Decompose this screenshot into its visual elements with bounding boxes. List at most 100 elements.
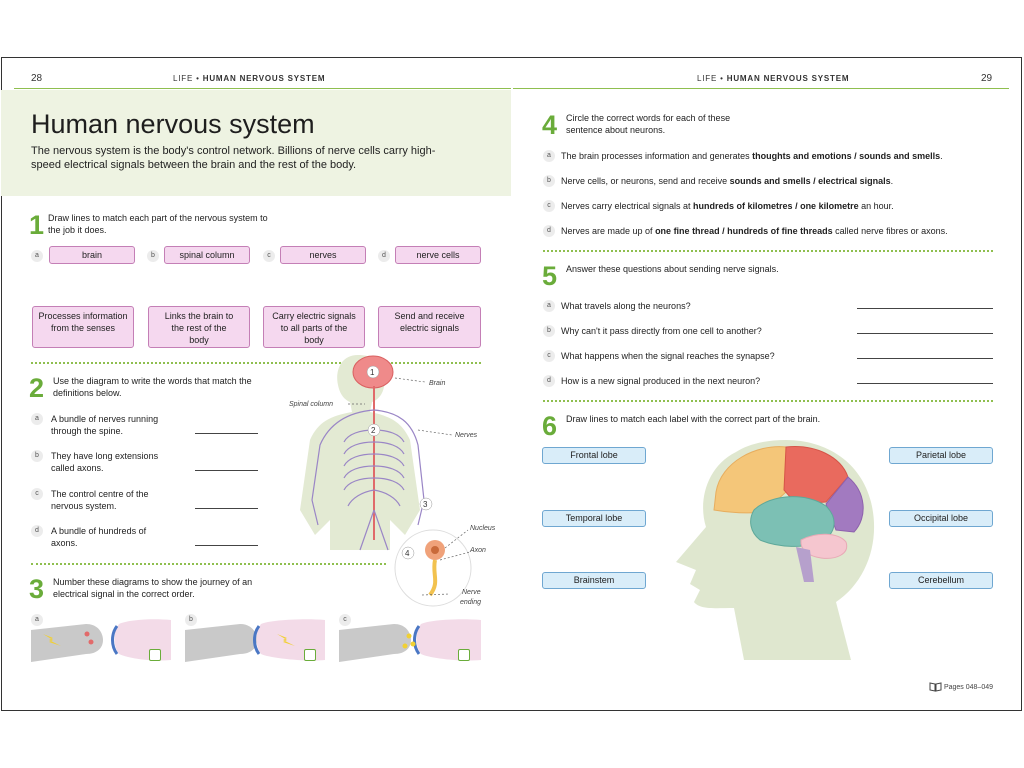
question-5a: What travels along the neurons? — [561, 301, 691, 311]
section-divider — [543, 250, 993, 252]
synapse-diagram-a — [31, 619, 171, 662]
answer-line[interactable] — [195, 545, 258, 546]
header-rule-right — [513, 88, 1009, 89]
question-5-number: 5 — [542, 261, 558, 291]
word-choice-d[interactable]: one fine thread / hundreds of fine threa… — [655, 226, 833, 236]
item-letter: c — [31, 488, 43, 500]
diagram-letter-b: b — [185, 614, 197, 626]
part-letter: d — [378, 250, 390, 262]
answer-line[interactable] — [857, 383, 993, 384]
label-brain: Brain — [429, 380, 446, 387]
item-letter: d — [31, 525, 43, 537]
order-checkbox-c[interactable] — [458, 649, 470, 661]
part-box-nerve-cells[interactable]: nerve cells — [395, 246, 481, 264]
diagram-number-3: 3 — [423, 500, 428, 509]
section-divider — [543, 400, 993, 402]
order-checkbox-b[interactable] — [304, 649, 316, 661]
job-box-2[interactable]: Links the brain to the rest of the body — [148, 306, 250, 348]
item-letter: a — [543, 300, 555, 312]
question-6-number: 6 — [542, 411, 558, 441]
header-rule-left — [14, 88, 511, 89]
question-4-text: Circle the correct words for each of the… — [566, 113, 731, 135]
question-2-number: 2 — [29, 373, 45, 403]
sentence-a: The brain processes information and gene… — [561, 151, 943, 161]
page-title: Human nervous system — [31, 109, 315, 139]
part-letter: c — [263, 250, 275, 262]
answer-line[interactable] — [857, 333, 993, 334]
part-box-brain[interactable]: brain — [49, 246, 135, 264]
item-letter: b — [543, 175, 555, 187]
word-choice-b[interactable]: sounds and smells / electrical signals — [729, 176, 891, 186]
left-page-number: 28 — [31, 73, 43, 84]
right-page-number: 29 — [981, 73, 993, 84]
answer-line[interactable] — [857, 358, 993, 359]
diagram-number-4: 4 — [405, 549, 410, 558]
answer-line[interactable] — [195, 470, 258, 471]
question-1-number: 1 — [29, 210, 45, 240]
answer-line[interactable] — [857, 308, 993, 309]
answer-line[interactable] — [195, 508, 258, 509]
question-1-text: Draw lines to match each part of the ner… — [48, 213, 268, 235]
label-nerve-ending-1: Nerve — [462, 589, 481, 596]
label-axon: Axon — [470, 547, 486, 554]
label-cerebellum[interactable]: Cerebellum — [889, 572, 993, 589]
part-box-nerves[interactable]: nerves — [280, 246, 366, 264]
question-6-text: Draw lines to match each label with the … — [566, 414, 821, 424]
diagram-number-2: 2 — [371, 426, 376, 435]
intro-panel — [1, 90, 511, 196]
question-2-text: Use the diagram to write the words that … — [53, 376, 252, 398]
job-box-4[interactable]: Send and receive electric signals — [378, 306, 481, 348]
label-nerve-ending-2: ending — [460, 599, 482, 606]
job-box-1[interactable]: Processes information from the senses — [32, 306, 134, 348]
question-5b: Why can't it pass directly from one cell… — [561, 326, 762, 336]
book-icon — [929, 682, 942, 692]
label-occipital-lobe[interactable]: Occipital lobe — [889, 510, 993, 527]
part-box-spinal-column[interactable]: spinal column — [164, 246, 250, 264]
right-page-header: LIFE • HUMAN NERVOUS SYSTEM — [697, 74, 850, 83]
label-temporal-lobe[interactable]: Temporal lobe — [542, 510, 646, 527]
diagram-letter-c: c — [339, 614, 351, 626]
left-page-header: LIFE • HUMAN NERVOUS SYSTEM — [173, 74, 326, 83]
sentence-d: Nerves are made up of one fine thread / … — [561, 226, 948, 236]
label-nucleus: Nucleus — [470, 525, 496, 532]
item-letter: a — [543, 150, 555, 162]
intro-text: The nervous system is the body's control… — [31, 145, 436, 171]
question-3-text: Number these diagrams to show the journe… — [53, 577, 253, 599]
word-choice-a[interactable]: thoughts and emotions / sounds and smell… — [752, 151, 941, 161]
diagram-number-1: 1 — [370, 368, 375, 377]
question-5c: What happens when the signal reaches the… — [561, 351, 775, 361]
sentence-b: Nerve cells, or neurons, send and receiv… — [561, 176, 894, 186]
label-brainstem[interactable]: Brainstem — [542, 572, 646, 589]
label-nerves: Nerves — [455, 432, 478, 439]
question-5-text: Answer these questions about sending ner… — [566, 264, 779, 274]
question-3-number: 3 — [29, 574, 45, 604]
page-reference[interactable]: Pages 048–049 — [929, 682, 993, 692]
word-choice-c[interactable]: hundreds of kilometres / one kilometre — [693, 201, 859, 211]
item-letter: c — [543, 350, 555, 362]
item-letter: c — [543, 200, 555, 212]
part-letter: b — [147, 250, 159, 262]
item-letter: a — [31, 413, 43, 425]
item-letter: d — [543, 225, 555, 237]
answer-line[interactable] — [195, 433, 258, 434]
label-spinal-column: Spinal column — [289, 401, 333, 408]
definition-a: A bundle of nerves running through the s… — [51, 414, 159, 436]
item-letter: b — [31, 450, 43, 462]
diagram-letter-a: a — [31, 614, 43, 626]
definition-c: The control centre of the nervous system… — [51, 489, 149, 511]
definition-d: A bundle of hundreds of axons. — [51, 526, 147, 548]
question-5d: How is a new signal produced in the next… — [561, 376, 761, 386]
brain-illustration — [676, 440, 875, 660]
question-4-number: 4 — [542, 110, 558, 140]
nervous-system-illustration: 1 2 3 4 — [300, 355, 472, 607]
order-checkbox-a[interactable] — [149, 649, 161, 661]
part-letter: a — [31, 250, 43, 262]
label-parietal-lobe[interactable]: Parietal lobe — [889, 447, 993, 464]
label-frontal-lobe[interactable]: Frontal lobe — [542, 447, 646, 464]
section-divider — [31, 362, 481, 364]
definition-b: They have long extensions called axons. — [51, 451, 159, 473]
sentence-c: Nerves carry electrical signals at hundr… — [561, 201, 894, 211]
job-box-3[interactable]: Carry electric signals to all parts of t… — [263, 306, 365, 348]
item-letter: d — [543, 375, 555, 387]
item-letter: b — [543, 325, 555, 337]
